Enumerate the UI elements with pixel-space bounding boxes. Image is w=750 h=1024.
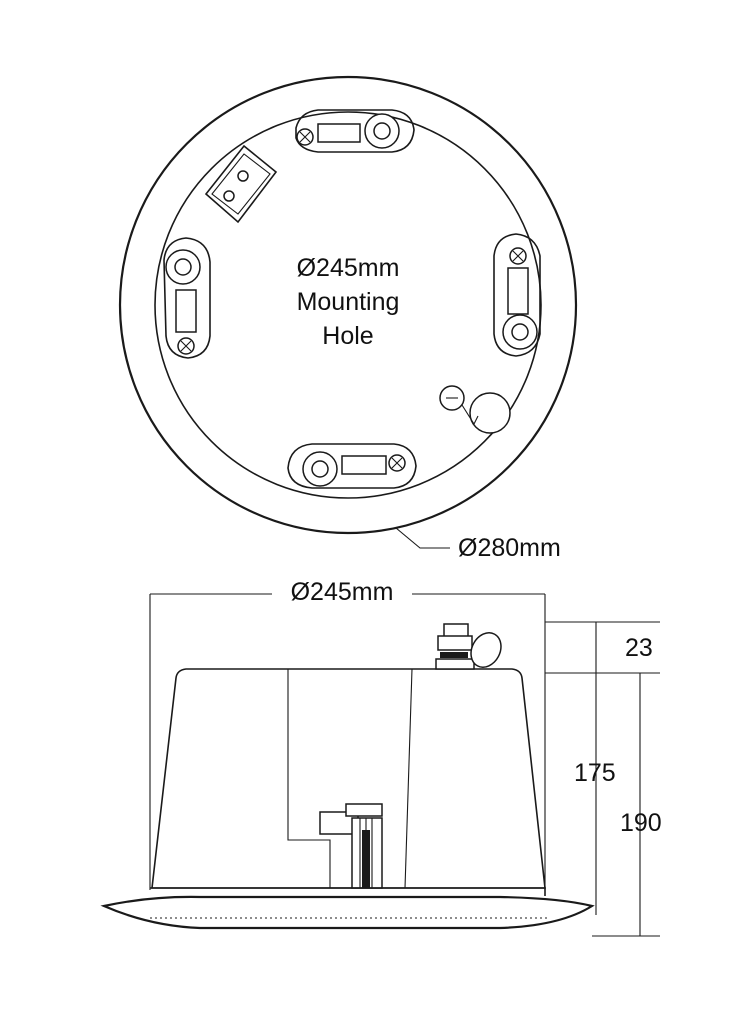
mounting-label: Mounting bbox=[296, 288, 400, 316]
side-width-label: Ø245mm bbox=[290, 578, 394, 606]
outer-diameter-label: Ø280mm bbox=[458, 534, 561, 562]
flange-top bbox=[150, 887, 546, 896]
inner-diameter-label: Ø245mm bbox=[296, 254, 400, 282]
side-view bbox=[100, 593, 660, 937]
inner-mounting-hole bbox=[154, 111, 542, 499]
dim-23-label: 23 bbox=[625, 634, 653, 662]
clamp-right bbox=[493, 233, 541, 357]
safety-eyelet bbox=[439, 385, 511, 434]
outer-diameter-leader bbox=[395, 527, 450, 549]
dim-175-label: 175 bbox=[574, 759, 616, 787]
top-view bbox=[118, 75, 578, 549]
terminal-block bbox=[204, 144, 278, 224]
clamp-left bbox=[163, 237, 211, 359]
can-body bbox=[151, 668, 546, 889]
hole-label: Hole bbox=[322, 322, 374, 350]
grille bbox=[100, 895, 595, 930]
clamp-bottom bbox=[287, 443, 417, 489]
outer-trim-ring bbox=[118, 75, 578, 535]
top-terminal bbox=[435, 623, 502, 670]
dim-190-label: 190 bbox=[620, 809, 662, 837]
body-seam bbox=[404, 668, 413, 889]
internal-bracket bbox=[287, 669, 331, 888]
internal-clamp bbox=[319, 803, 383, 889]
clamp-top bbox=[295, 109, 415, 153]
